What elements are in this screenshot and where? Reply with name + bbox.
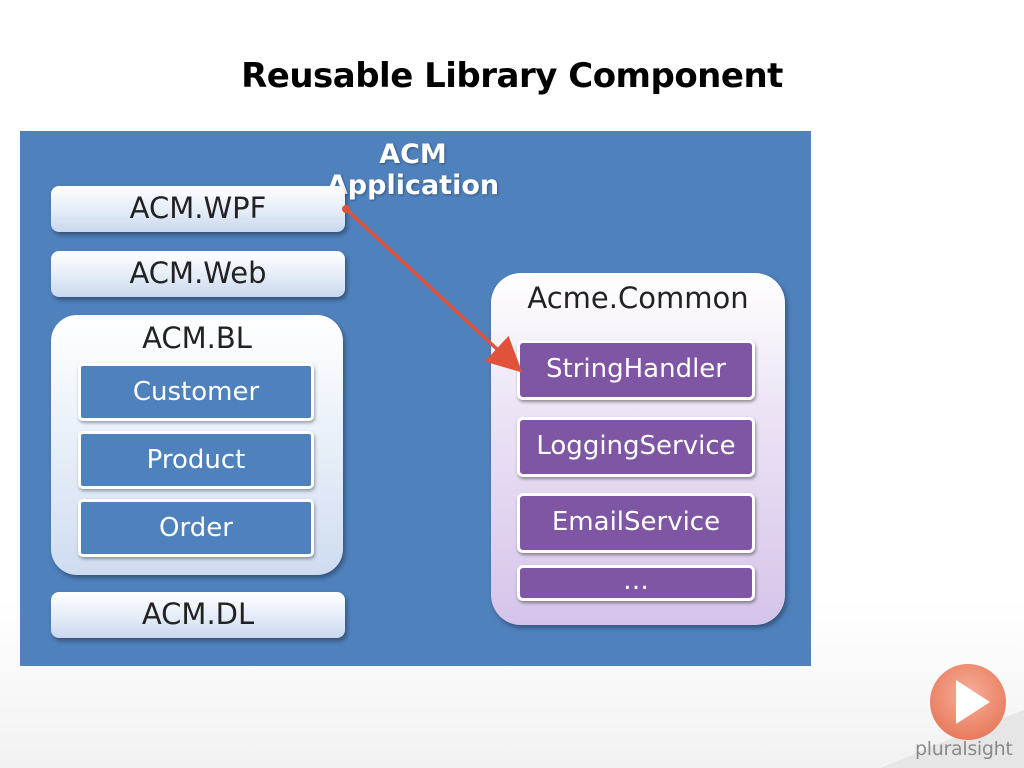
customer-box: Customer — [78, 363, 314, 421]
acm-wpf-box: ACM.WPF — [51, 186, 345, 232]
acm-dl-box: ACM.DL — [51, 592, 345, 638]
logging-service-box: LoggingService — [517, 417, 755, 477]
order-box: Order — [78, 499, 314, 557]
acm-web-box: ACM.Web — [51, 251, 345, 297]
acm-application-panel: ACM Application ACM.WPF ACM.Web ACM.BL C… — [20, 131, 811, 666]
acm-application-title: ACM Application — [326, 139, 500, 201]
acme-common-title: Acme.Common — [527, 281, 749, 315]
arrow-line — [344, 207, 523, 373]
acm-bl-title: ACM.BL — [142, 321, 252, 355]
play-icon — [880, 664, 1024, 768]
string-handler-box: StringHandler — [517, 340, 755, 400]
pluralsight-logo-text: pluralsight — [915, 738, 1013, 760]
more-items-box: … — [517, 565, 755, 601]
acme-common-container: Acme.Common StringHandler LoggingService… — [491, 273, 785, 625]
email-service-box: EmailService — [517, 493, 755, 553]
product-box: Product — [78, 431, 314, 489]
slide-title: Reusable Library Component — [241, 56, 783, 96]
acm-bl-container: ACM.BL Customer Product Order — [51, 315, 343, 575]
